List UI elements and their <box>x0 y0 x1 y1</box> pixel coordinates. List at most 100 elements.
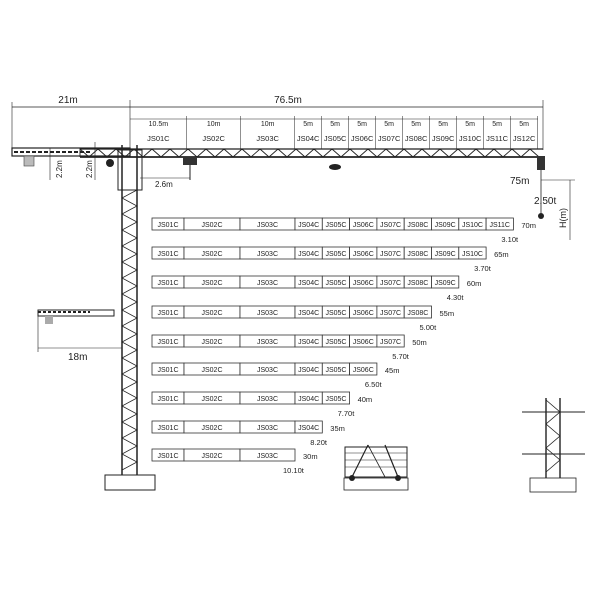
section-box-label: JS06C <box>353 367 374 374</box>
section-box-label: JS07C <box>380 251 401 258</box>
counter-jib-length-label: 21m <box>58 95 77 106</box>
section-length-label: 5m <box>438 121 448 128</box>
configuration-radius: 55m <box>440 309 455 318</box>
section-box-label: JS11C <box>490 222 511 229</box>
section-box-label: JS03C <box>257 396 278 403</box>
trolley-offset-label: 2.6m <box>155 180 173 189</box>
section-length-label: 5m <box>465 121 475 128</box>
section-length-label: 5m <box>330 121 340 128</box>
section-box-label: JS02C <box>201 425 222 432</box>
section-box-label: JS05C <box>325 310 346 317</box>
configuration-tip-load: 4.30t <box>447 293 465 302</box>
section-box-label: JS06C <box>353 222 374 229</box>
section-box-label: JS09C <box>435 251 456 258</box>
section-length-label: 10m <box>261 121 275 128</box>
section-box <box>349 362 378 376</box>
section-box-label: JS07C <box>380 222 401 229</box>
configuration-radius: 50m <box>412 338 427 347</box>
section-box-label: JS05C <box>325 396 346 403</box>
section-box-label: JS04C <box>298 251 319 258</box>
section-box-label: JS09C <box>435 222 456 229</box>
section-box-label: JS05C <box>325 339 346 346</box>
section-box-label: JS06C <box>353 310 374 317</box>
section-box-label: JS10C <box>462 251 483 258</box>
tower-mast <box>104 145 156 491</box>
section-box-label: JS02C <box>201 222 222 229</box>
climbing-frame-detail <box>343 444 409 491</box>
configuration-tip-load: 3.70t <box>474 264 492 273</box>
section-box-label: JS01C <box>157 222 178 229</box>
section-length-label: 5m <box>357 121 367 128</box>
section-box <box>321 391 350 405</box>
section-box <box>431 275 460 289</box>
section-box-label: JS08C <box>407 310 428 317</box>
tip-radius-label: 75m <box>510 176 529 187</box>
side-counter-jib-detail: 18m <box>37 309 122 363</box>
section-box-label: JS03C <box>257 367 278 374</box>
section-name-label: JS03C <box>256 134 279 143</box>
section-box-label: JS01C <box>157 367 178 374</box>
section-length-label: 5m <box>492 121 502 128</box>
section-box <box>458 246 487 260</box>
section-box-label: JS10C <box>462 222 483 229</box>
section-box <box>403 305 432 319</box>
section-name-label: JS10C <box>459 134 482 143</box>
configuration-radius: 65m <box>494 250 509 259</box>
section-name-label: JS09C <box>432 134 455 143</box>
section-length-label: 5m <box>384 121 394 128</box>
section-box-label: JS01C <box>157 251 178 258</box>
section-box-label: JS06C <box>353 280 374 287</box>
section-box-label: JS02C <box>201 310 222 317</box>
section-box-label: JS03C <box>257 251 278 258</box>
section-box-label: JS04C <box>298 367 319 374</box>
section-box-label: JS02C <box>201 339 222 346</box>
section-box-label: JS02C <box>201 396 222 403</box>
section-box-label: JS04C <box>298 425 319 432</box>
section-box <box>485 217 514 231</box>
configuration-radius: 40m <box>358 395 373 404</box>
mast-section-detail <box>522 398 585 493</box>
counter-jib-height-left: 2.2m <box>55 160 64 178</box>
configuration-tip-load: 10.10t <box>283 466 305 475</box>
section-box-label: JS03C <box>257 453 278 460</box>
section-box-label: JS04C <box>298 310 319 317</box>
section-box-label: JS07C <box>380 310 401 317</box>
section-box-label: JS07C <box>380 339 401 346</box>
section-box-label: JS04C <box>298 222 319 229</box>
section-length-label: 10m <box>207 121 221 128</box>
section-box-label: JS01C <box>157 310 178 317</box>
section-name-label: JS11C <box>486 134 509 143</box>
section-box <box>376 334 405 348</box>
section-box-label: JS01C <box>157 280 178 287</box>
section-name-label: JS12C <box>513 134 536 143</box>
trolley: 2.6m <box>106 157 341 189</box>
section-box-label: JS03C <box>257 339 278 346</box>
height-label: H(m) <box>558 208 568 228</box>
section-name-label: JS05C <box>324 134 347 143</box>
configuration-row: JS01C JS02C JS03C JS04C JS05C JS06C JS07C JS08C… <box>151 305 455 332</box>
configuration-radius: 45m <box>385 366 400 375</box>
section-box-label: JS05C <box>325 251 346 258</box>
configuration-radius: 60m <box>467 279 482 288</box>
section-name-label: JS08C <box>405 134 428 143</box>
section-box-label: JS01C <box>157 396 178 403</box>
jib-tip-hook: 75m 2.50t H(m) <box>510 156 575 240</box>
section-box-label: JS03C <box>257 310 278 317</box>
section-length-label: 10.5m <box>149 121 169 128</box>
section-box-label: JS03C <box>257 222 278 229</box>
counter-jib-height-right: 2.2m <box>85 160 94 178</box>
section-box <box>239 448 296 462</box>
configuration-tip-load: 6.50t <box>365 380 383 389</box>
tip-load-label: 2.50t <box>534 196 556 207</box>
section-box-label: JS08C <box>407 222 428 229</box>
configuration-tip-load: 5.70t <box>392 352 410 361</box>
configuration-tip-load: 5.00t <box>420 323 438 332</box>
section-name-label: JS06C <box>351 134 374 143</box>
section-box-label: JS01C <box>157 339 178 346</box>
